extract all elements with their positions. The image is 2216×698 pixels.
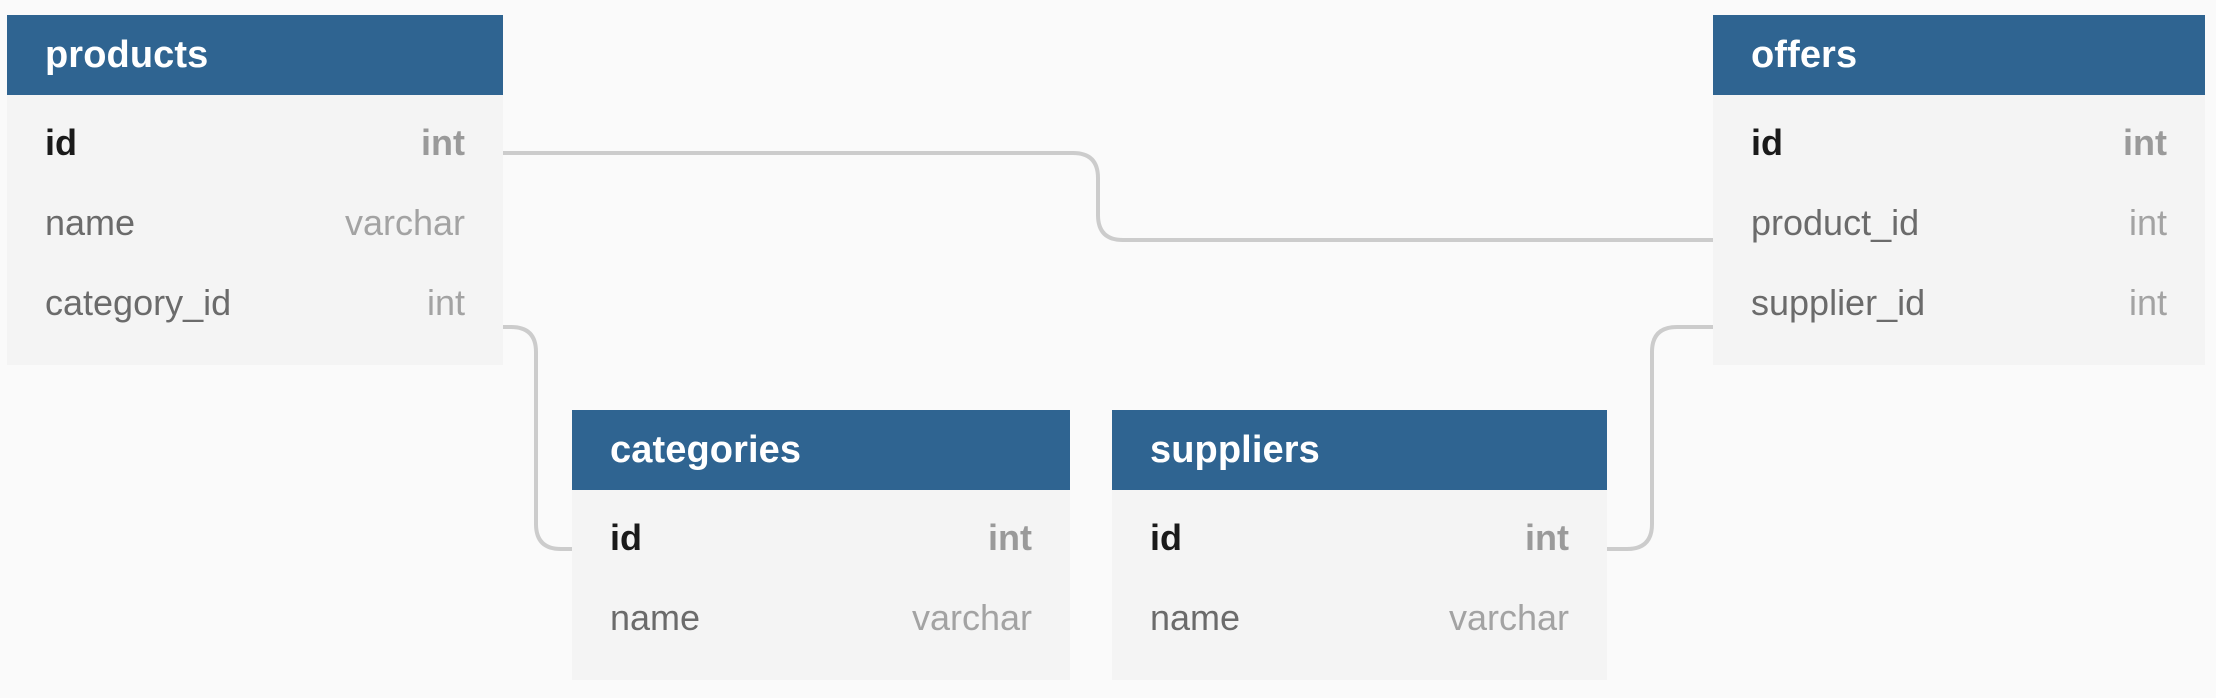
column-row-offers-id[interactable]: id int bbox=[1713, 103, 2205, 183]
column-type: varchar bbox=[344, 202, 465, 243]
column-type: int bbox=[1525, 517, 1569, 558]
entity-table-categories[interactable]: categories id int name varchar bbox=[572, 410, 1070, 680]
column-row-categories-name[interactable]: name varchar bbox=[572, 578, 1070, 658]
entity-table-suppliers-columns: id int name varchar bbox=[1112, 490, 1607, 680]
column-type: int bbox=[2128, 202, 2167, 243]
entity-table-offers-columns: id int product_id int supplier_id int bbox=[1713, 95, 2205, 365]
column-name: id bbox=[1150, 517, 1182, 558]
column-name: name bbox=[45, 202, 136, 243]
column-name: id bbox=[610, 517, 642, 558]
column-type: varchar bbox=[911, 597, 1032, 638]
column-name: product_id bbox=[1751, 202, 1920, 243]
column-type: int bbox=[2128, 282, 2167, 323]
column-row-products-id[interactable]: id int bbox=[7, 103, 503, 183]
column-row-products-category-id[interactable]: category_id int bbox=[7, 263, 503, 343]
edge-products-category-id-to-categories-id bbox=[501, 325, 574, 551]
column-name: id bbox=[1751, 122, 1783, 163]
column-type: int bbox=[988, 517, 1032, 558]
entity-table-offers[interactable]: offers id int product_id int supplier_id… bbox=[1713, 15, 2205, 365]
column-row-categories-id[interactable]: id int bbox=[572, 498, 1070, 578]
column-row-suppliers-name[interactable]: name varchar bbox=[1112, 578, 1607, 658]
column-name: category_id bbox=[45, 282, 232, 323]
entity-table-categories-title: categories bbox=[572, 410, 1070, 490]
column-type: int bbox=[426, 282, 465, 323]
edge-offers-supplier-id-to-suppliers-id bbox=[1605, 325, 1715, 551]
column-name: name bbox=[610, 597, 701, 638]
column-type: varchar bbox=[1448, 597, 1569, 638]
entity-table-suppliers[interactable]: suppliers id int name varchar bbox=[1112, 410, 1607, 680]
column-type: int bbox=[2123, 122, 2167, 163]
edge-products-id-to-offers-product-id bbox=[501, 151, 1715, 242]
entity-table-products-columns: id int name varchar category_id int bbox=[7, 95, 503, 365]
entity-table-products[interactable]: products id int name varchar category_id… bbox=[7, 15, 503, 365]
column-name: name bbox=[1150, 597, 1241, 638]
entity-table-suppliers-title: suppliers bbox=[1112, 410, 1607, 490]
column-row-products-name[interactable]: name varchar bbox=[7, 183, 503, 263]
column-row-offers-supplier-id[interactable]: supplier_id int bbox=[1713, 263, 2205, 343]
column-row-suppliers-id[interactable]: id int bbox=[1112, 498, 1607, 578]
entity-table-offers-title: offers bbox=[1713, 15, 2205, 95]
column-name: supplier_id bbox=[1751, 282, 1926, 323]
column-row-offers-product-id[interactable]: product_id int bbox=[1713, 183, 2205, 263]
entity-table-products-title: products bbox=[7, 15, 503, 95]
column-name: id bbox=[45, 122, 77, 163]
column-type: int bbox=[421, 122, 465, 163]
entity-table-categories-columns: id int name varchar bbox=[572, 490, 1070, 680]
